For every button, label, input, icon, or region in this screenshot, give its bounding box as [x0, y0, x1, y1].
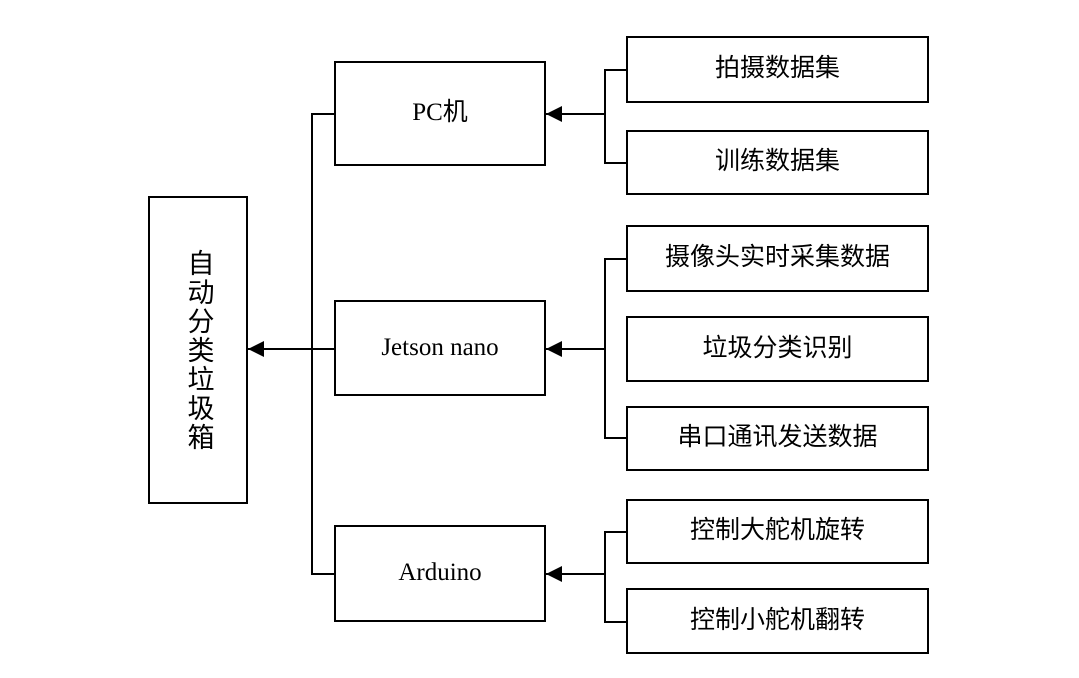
arduino-task-bus-line — [604, 531, 606, 622]
node-jetson-label: Jetson nano — [381, 333, 499, 361]
pc-arrow-head — [546, 106, 562, 122]
node-arduino-label: Arduino — [398, 559, 482, 587]
task-pc-2-label: 训练数据集 — [714, 148, 840, 176]
arduino-arrow-head — [546, 566, 562, 582]
pc-task-2-line — [604, 162, 627, 164]
node-jetson: Jetson nano — [334, 300, 546, 396]
jetson-arrow-head — [546, 341, 562, 357]
task-jetson-1-label: 摄像头实时采集数据 — [664, 244, 890, 272]
arduino-connector-line — [311, 573, 335, 575]
node-arduino: Arduino — [334, 525, 546, 622]
pc-task-bus-line — [604, 69, 606, 164]
arduino-task-bus-to-node-line — [546, 573, 605, 575]
jetson-task-3-line — [604, 437, 627, 439]
jetson-connector-line — [311, 348, 335, 350]
node-pc: PC机 — [334, 61, 546, 166]
arduino-task-2-line — [604, 621, 627, 623]
task-arduino-2-label: 控制小舵机翻转 — [689, 606, 865, 634]
jetson-task-bus-to-node-line — [546, 348, 605, 350]
arduino-task-1-line — [604, 531, 627, 533]
node-root-label: 自动分类垃圾箱 — [183, 248, 214, 452]
task-arduino-1: 控制大舵机旋转 — [626, 499, 929, 564]
task-jetson-2: 垃圾分类识别 — [626, 316, 929, 382]
task-jetson-1: 摄像头实时采集数据 — [626, 225, 929, 292]
task-arduino-1-label: 控制大舵机旋转 — [689, 517, 865, 545]
root-arrow-head — [248, 341, 264, 357]
spine-vertical-line — [311, 113, 313, 575]
task-arduino-2: 控制小舵机翻转 — [626, 588, 929, 654]
pc-task-bus-to-node-line — [546, 113, 605, 115]
task-jetson-2-label: 垃圾分类识别 — [702, 334, 853, 362]
root-connector-line — [248, 348, 312, 350]
jetson-task-bus-line — [604, 258, 606, 438]
node-root: 自动分类垃圾箱 — [148, 196, 248, 504]
node-pc-label: PC机 — [412, 99, 468, 127]
jetson-task-1-line — [604, 258, 627, 260]
task-pc-1: 拍摄数据集 — [626, 36, 929, 103]
pc-connector-line — [311, 113, 335, 115]
task-pc-1-label: 拍摄数据集 — [714, 55, 840, 83]
task-pc-2: 训练数据集 — [626, 130, 929, 195]
pc-task-1-line — [604, 69, 627, 71]
task-jetson-3-label: 串口通讯发送数据 — [677, 424, 878, 452]
task-jetson-3: 串口通讯发送数据 — [626, 406, 929, 471]
